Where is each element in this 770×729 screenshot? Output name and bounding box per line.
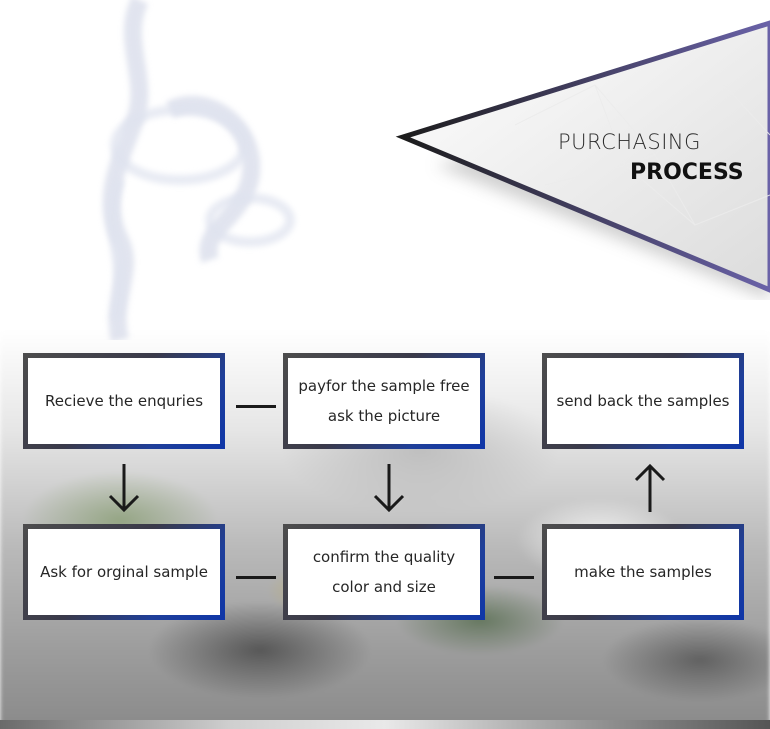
- banner-title-line1: PURCHASING: [558, 130, 701, 154]
- step-make-samples: make the samples: [542, 524, 744, 620]
- connector-line: [494, 576, 534, 579]
- step-ask-original-sample: Ask for orginal sample: [23, 524, 225, 620]
- step-receive-enquiries: Recieve the enquries: [23, 353, 225, 449]
- step-label: payfor the sample free ask the picture: [298, 377, 470, 425]
- smoke-decoration: [102, 0, 295, 340]
- banner-title-line2: PROCESS: [630, 160, 744, 185]
- step-label: Recieve the enquries: [44, 392, 204, 410]
- bottom-strip: [0, 720, 770, 729]
- step-label: send back the samples: [556, 392, 730, 410]
- title-banner: [395, 20, 770, 300]
- step-label: confirm the quality color and size: [312, 548, 456, 596]
- step-label: make the samples: [574, 563, 712, 581]
- arrow-up-icon: [634, 463, 666, 512]
- step-label: Ask for orginal sample: [40, 563, 208, 581]
- step-confirm-quality: confirm the quality color and size: [283, 524, 485, 620]
- connector-line: [236, 576, 276, 579]
- step-pay-for-sample: payfor the sample free ask the picture: [283, 353, 485, 449]
- arrow-down-icon: [373, 464, 405, 513]
- step-send-back-samples: send back the samples: [542, 353, 744, 449]
- arrow-down-icon: [108, 464, 140, 513]
- connector-line: [236, 405, 276, 408]
